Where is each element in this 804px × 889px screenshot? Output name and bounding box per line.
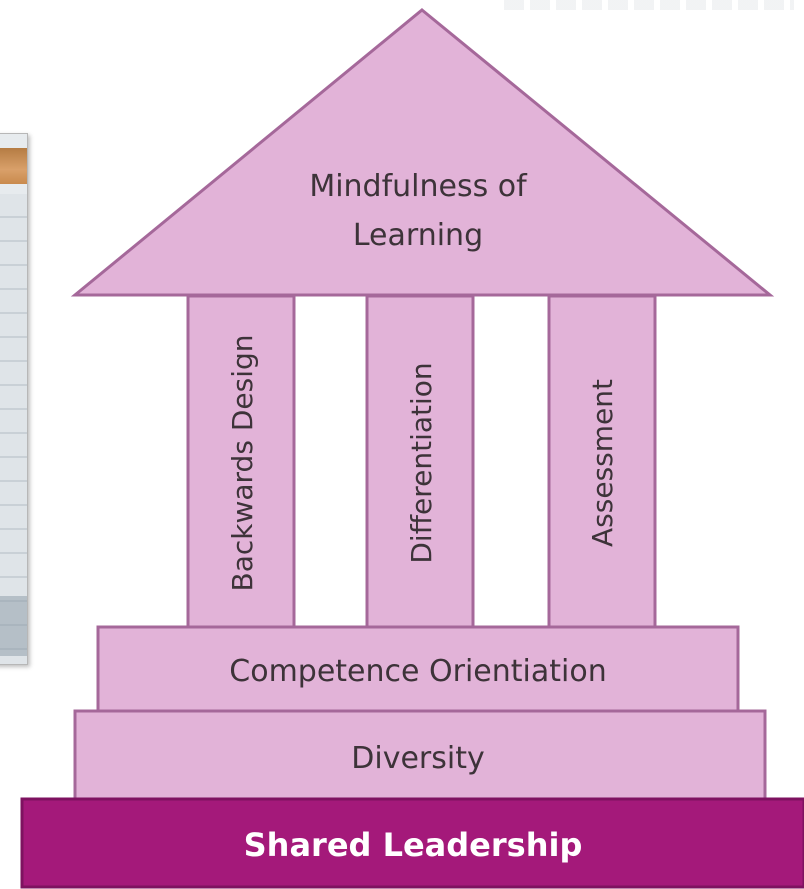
base-label-shared-leadership: Shared Leadership: [244, 826, 583, 864]
base-shared-leadership: [20, 797, 804, 889]
pillar-label-assessment: Assessment: [586, 379, 619, 547]
side-image-thumbnail: [0, 133, 28, 665]
thumbnail-header-band: [0, 148, 27, 184]
thumbnail-body: [0, 194, 27, 664]
pillar-backwards-design: [186, 294, 296, 632]
pillar-differentiation: [365, 294, 475, 632]
step-competence-orientation: [96, 625, 740, 713]
thumbnail-footer: [0, 596, 27, 656]
roof-label-line-2: Learning: [353, 218, 483, 253]
step-diversity: [73, 709, 767, 801]
step-label-diversity: Diversity: [351, 741, 484, 776]
step-label-competence-orientation: Competence Orientiation: [229, 654, 606, 689]
pillar-assessment: [547, 294, 657, 632]
roof-label-line-1: Mindfulness of: [309, 169, 528, 204]
pillar-label-differentiation: Differentiation: [405, 362, 438, 563]
faded-header-text: [504, 0, 794, 10]
pillar-label-backwards-design: Backwards Design: [226, 335, 259, 592]
